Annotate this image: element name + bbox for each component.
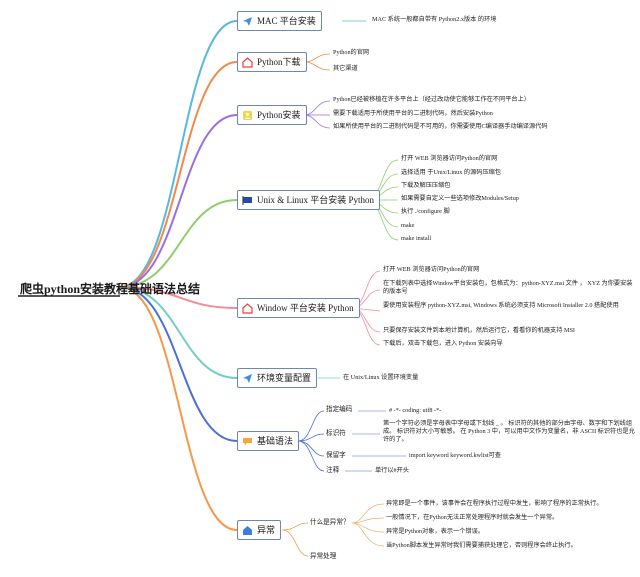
paper-plane-icon — [242, 16, 253, 27]
edge-unix — [119, 199, 238, 288]
syntax-sub-item: import keyword keyword.kwlist可查 — [409, 452, 501, 459]
branch-windows[interactable]: Window 平台安装 Python — [237, 298, 360, 318]
branch-syntax-title: 基础语法 — [257, 436, 294, 446]
install-item: 需要下载适用于所使用平台的二进制代码，然后安装Python — [333, 110, 493, 117]
install-item: 如果所使用平台的二进制代码是不可用的，你需要使用C编译器手动编译源代码 — [333, 123, 548, 130]
branch-download-title: Python下载 — [257, 57, 301, 67]
unix-item: make — [401, 222, 415, 229]
exception-item: 当Python脚本发生异常时我们需要捕获处理它，否则程序会终止执行。 — [386, 542, 577, 549]
mac-item: MAC 系统一般都自带有 Python2.x版本 的环境 — [372, 16, 497, 23]
syntax-sub-item: 单行以#开头 — [375, 467, 410, 474]
windows-item: 要使用安装程序 python-XYZ.msi, Windows 系统必须支持 M… — [383, 302, 619, 309]
unix-item: 下载及解压压缩包 — [401, 182, 451, 189]
unix-item: 如果需要自定义一些选项修改Modules/Setup — [401, 195, 519, 202]
home-icon — [242, 56, 253, 68]
flag-icon — [242, 195, 253, 206]
exception-item: 异常是Python对象，表示一个错误。 — [386, 528, 484, 535]
windows-item: 打开 WEB 浏览器访问Python的官网 — [383, 266, 480, 273]
edge-exception — [119, 286, 238, 531]
exception-sub-label: 异常处理 — [310, 553, 337, 560]
home-icon — [242, 302, 253, 314]
branch-unix-title: Unix & Linux 平台安装 Python — [257, 195, 375, 205]
unix-item: make install — [401, 235, 432, 242]
branch-syntax[interactable]: 基础语法 — [237, 431, 300, 451]
syntax-sub-label: 保留字 — [326, 452, 346, 459]
windows-item: 只要保存安装文件到本地计算机，然后运行它，看看你的机器支持 MSI — [383, 327, 575, 334]
branch-mac[interactable]: MAC 平台安装 — [237, 11, 322, 31]
branch-windows-title: Window 平台安装 Python — [257, 303, 354, 313]
exception-item: 一般情况下，在Python无法正常处理程序时就会发生一个异常。 — [386, 514, 559, 521]
branch-exception[interactable]: 异常 — [237, 520, 282, 540]
branch-unix[interactable]: Unix & Linux 平台安装 Python — [237, 190, 381, 210]
root-topic: 爬虫python安装教程基础语法总结 — [20, 282, 201, 296]
chat-icon — [242, 436, 253, 447]
edge-install — [119, 114, 238, 288]
unix-item: 执行 ./configure 脚 — [401, 208, 450, 215]
branch-env-title: 环境变量配置 — [257, 373, 312, 383]
unix-item: 打开 WEB 浏览器访问Python的官网 — [401, 155, 498, 162]
exception-sub-label: 什么是异常？ — [310, 519, 350, 526]
syntax-sub-item: # -*- coding: utf8 -*- — [389, 407, 442, 414]
download-item: Python的官网 — [333, 49, 370, 56]
exception-item: 异常即是一个事件，该事件会在程序执行过程中发生，影响了程序的正常执行。 — [386, 500, 603, 507]
syntax-sub-label: 注释 — [326, 467, 340, 474]
unix-item: 选择适用 于Unix/Linux 的源码压缩包 — [401, 169, 502, 176]
edge-download — [119, 61, 238, 288]
install-item: Python已经被移植在许多平台上（经过改动使它能够工作在不同平台上） — [333, 96, 530, 103]
home-icon — [242, 525, 253, 536]
syntax-sub-label: 标识符 — [326, 430, 346, 437]
download-item: 其它渠道 — [333, 65, 358, 72]
syntax-sub-label: 指定编码 — [326, 406, 353, 413]
branch-install[interactable]: Python安装 — [237, 105, 307, 125]
edge-mac — [119, 20, 238, 288]
branch-env[interactable]: 环境变量配置 — [237, 368, 318, 388]
syntax-sub-item: 第一个字符必须是字母表中字母或下划线 _ 。 标识符的其他的部分由字母、数字和下… — [383, 420, 635, 443]
paper-plane-icon — [242, 373, 253, 384]
branch-install-title: Python安装 — [257, 110, 301, 120]
branch-mac-title: MAC 平台安装 — [257, 16, 316, 26]
windows-item: 在下载列表中选择Window平台安装包，包格式为：python-XYZ.msi … — [383, 280, 633, 295]
edge-syntax — [119, 286, 238, 442]
user-group-icon — [242, 110, 253, 121]
edge-env — [119, 286, 238, 379]
windows-item: 下载后，双击下载包，进入 Python 安装向导 — [383, 340, 503, 347]
edge-windows — [119, 286, 238, 309]
branch-exception-title: 异常 — [257, 525, 276, 535]
branch-download[interactable]: Python下载 — [237, 52, 307, 72]
env-item: 在 Unix/Linux 设置环境变量 — [343, 374, 419, 381]
